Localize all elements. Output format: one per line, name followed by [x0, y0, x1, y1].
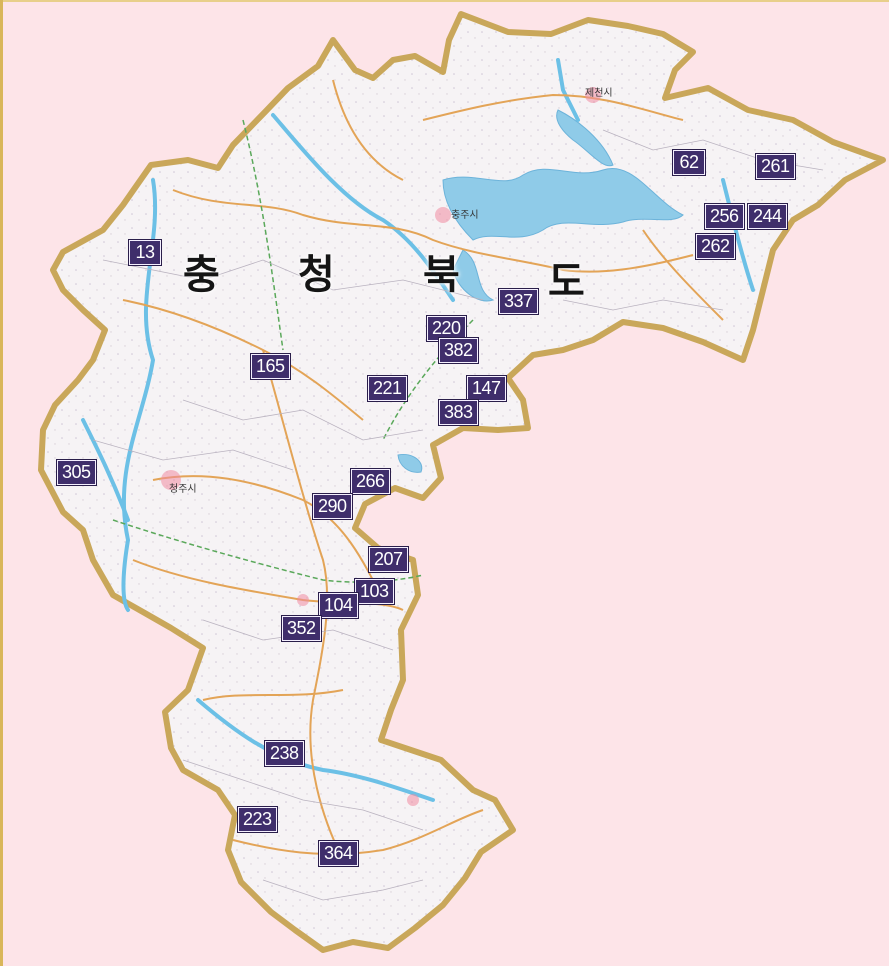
province-outline [38, 11, 886, 953]
city-label-chungju: 충주시 [451, 210, 479, 221]
province-map [38, 11, 886, 953]
map-marker-352[interactable]: 352 [282, 616, 321, 641]
towns [161, 87, 601, 866]
city-label-jecheon: 제천시 [585, 88, 613, 99]
minor-roads [92, 129, 824, 901]
region-label-char-4: 도 [548, 259, 585, 305]
map-marker-220[interactable]: 220 [427, 316, 466, 341]
map-marker-383[interactable]: 383 [439, 400, 478, 425]
water-bodies [397, 109, 684, 473]
map-marker-221[interactable]: 221 [368, 376, 407, 401]
map-marker-13[interactable]: 13 [129, 240, 161, 265]
map-marker-165[interactable]: 165 [251, 354, 290, 379]
region-label-char-2: 청 [298, 252, 335, 298]
map-marker-62[interactable]: 62 [673, 150, 705, 175]
map-marker-256[interactable]: 256 [705, 204, 744, 229]
map-marker-104[interactable]: 104 [319, 593, 358, 618]
map-marker-244[interactable]: 244 [748, 204, 787, 229]
map-marker-262[interactable]: 262 [696, 234, 735, 259]
map-marker-290[interactable]: 290 [313, 494, 352, 519]
map-marker-147[interactable]: 147 [467, 376, 506, 401]
map-marker-103[interactable]: 103 [355, 579, 394, 604]
map-marker-238[interactable]: 238 [265, 741, 304, 766]
map-marker-223[interactable]: 223 [238, 807, 277, 832]
map-marker-382[interactable]: 382 [439, 338, 478, 363]
map-marker-207[interactable]: 207 [369, 547, 408, 572]
city-label-cheongju: 청주시 [169, 484, 197, 495]
region-label-char-3: 북 [423, 252, 460, 298]
map-marker-337[interactable]: 337 [499, 289, 538, 314]
map-marker-261[interactable]: 261 [756, 154, 795, 179]
region-label-char-1: 충 [183, 252, 220, 298]
map-marker-305[interactable]: 305 [57, 460, 96, 485]
map-marker-266[interactable]: 266 [351, 469, 390, 494]
map-marker-364[interactable]: 364 [319, 841, 358, 866]
